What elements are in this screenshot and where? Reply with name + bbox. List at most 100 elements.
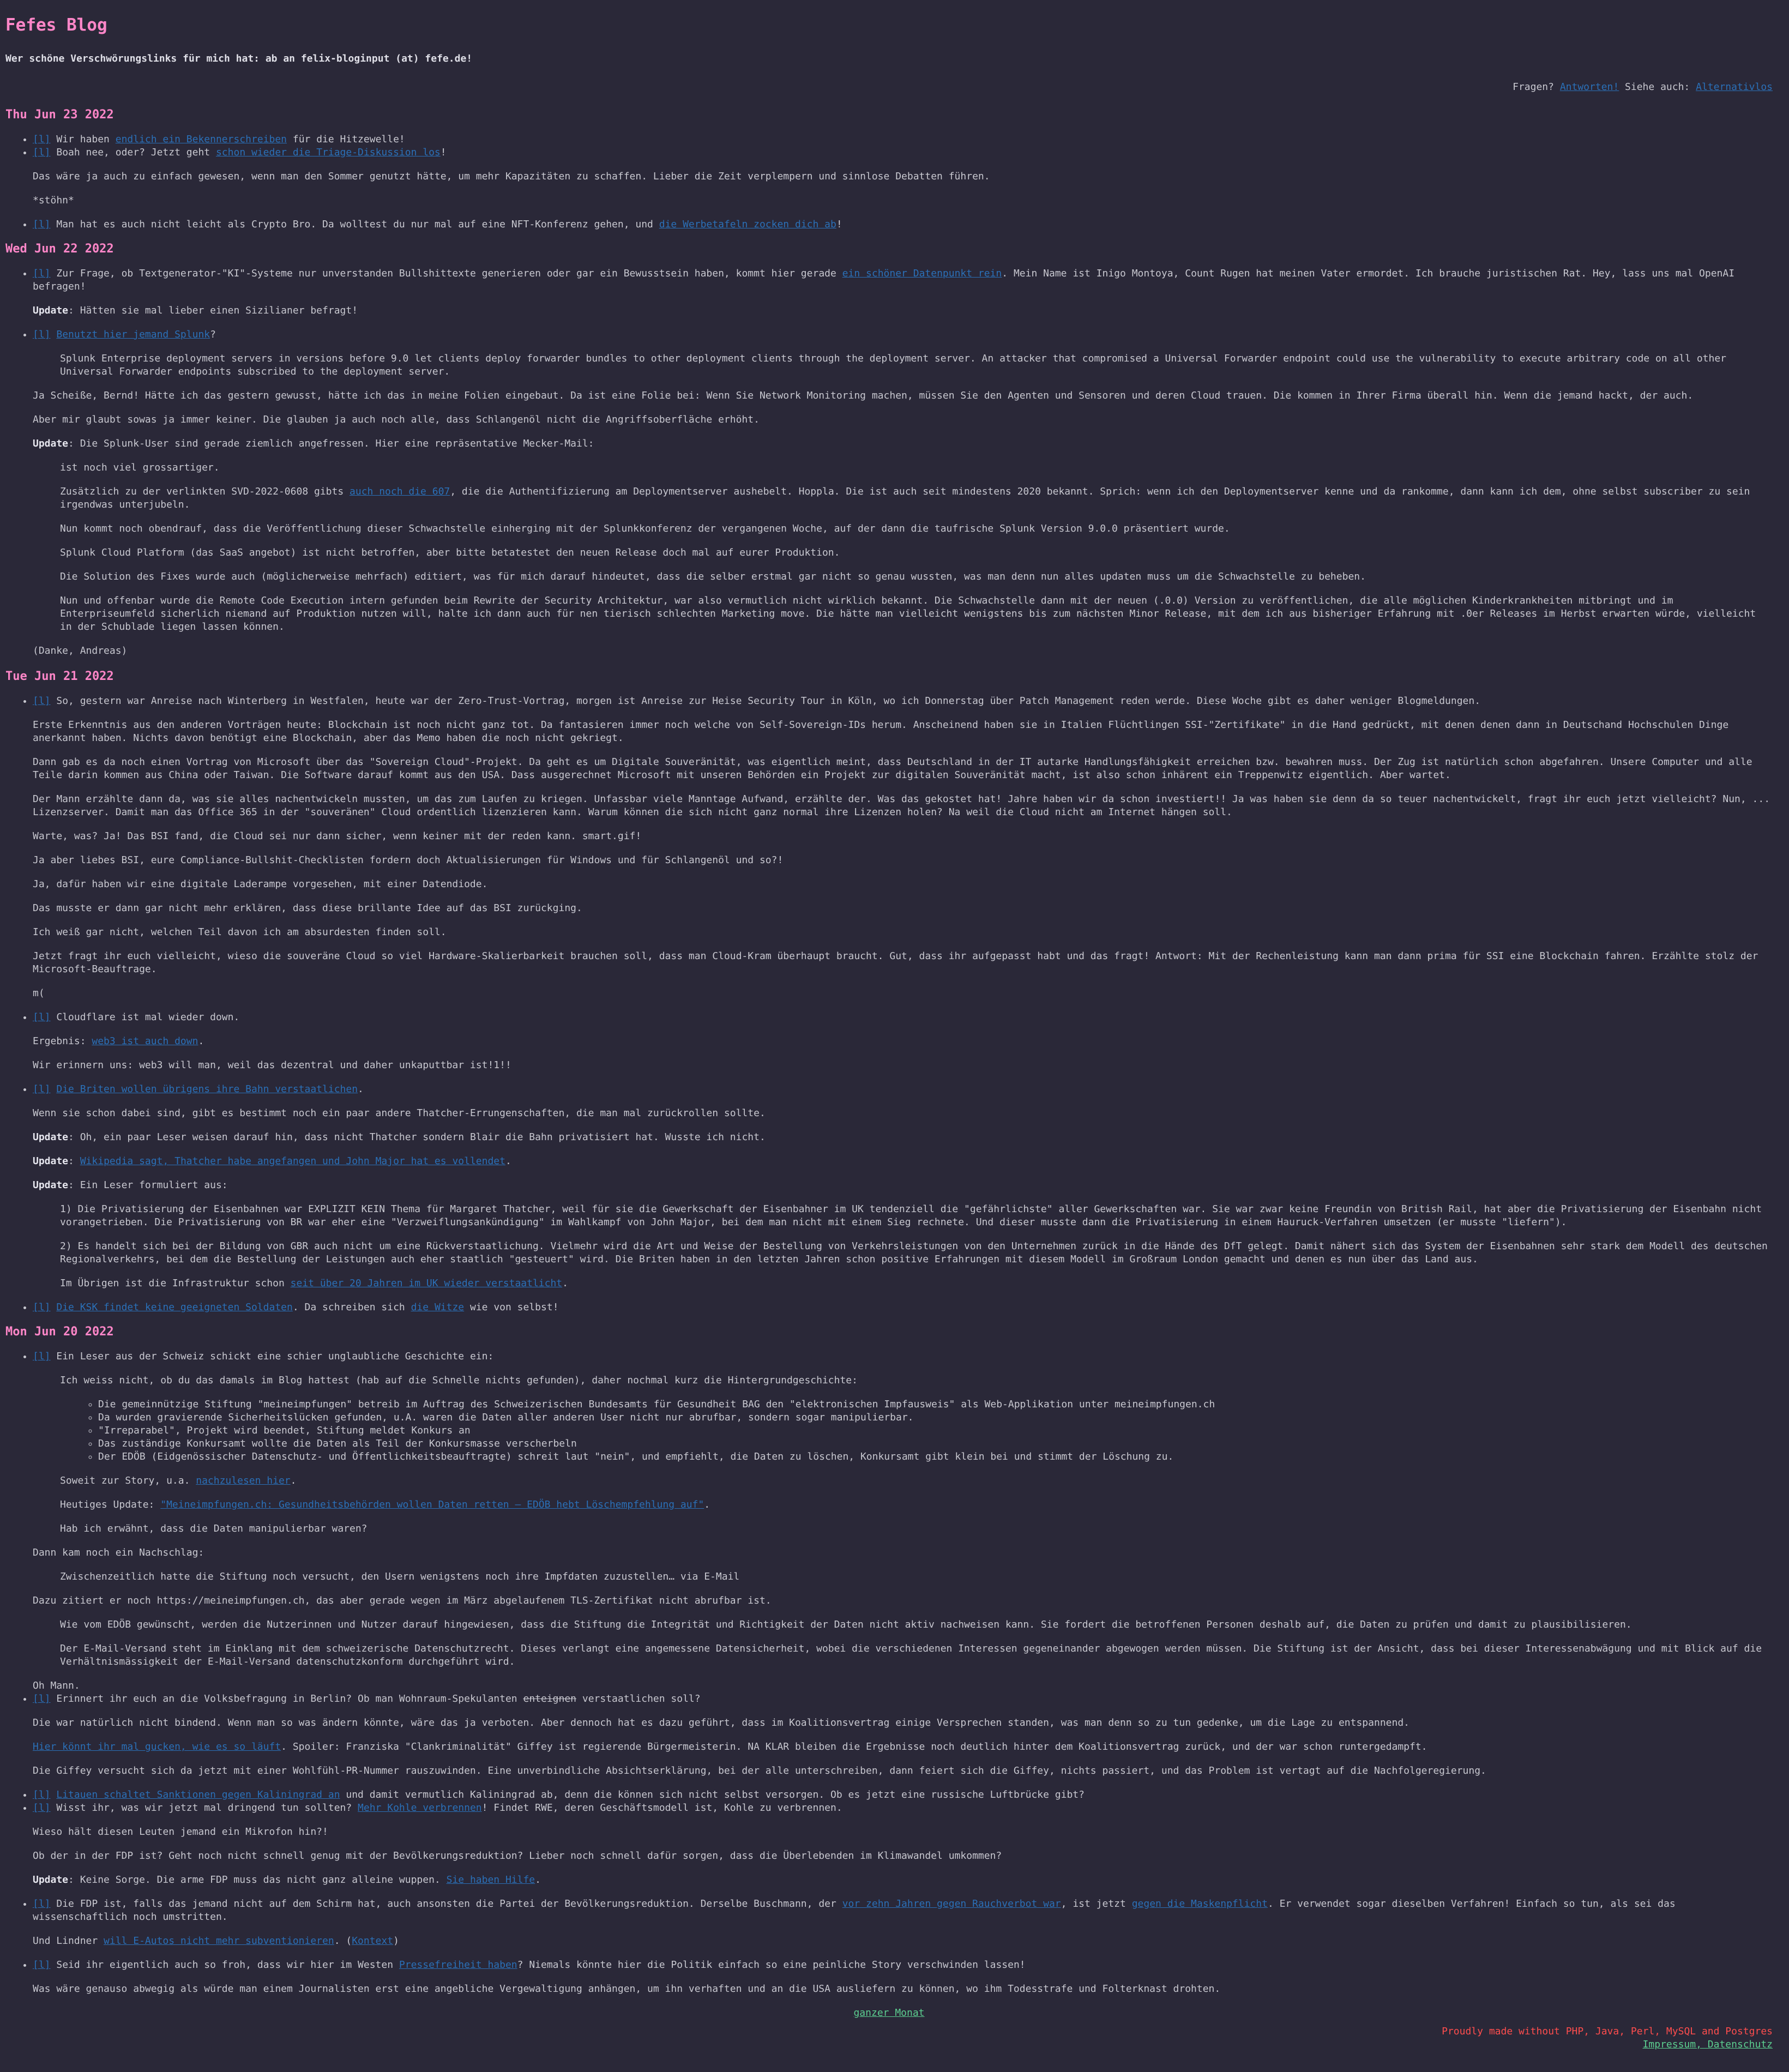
post-paragraph: Ob der in der FDP ist? Geht noch nicht s…	[33, 1850, 1002, 1862]
quote-text: Im Übrigen ist die Infrastruktur schon s…	[60, 1277, 1773, 1290]
post-link[interactable]: gegen die Maskenpflicht	[1131, 1898, 1268, 1910]
post-item: [l] Wisst ihr, was wir jetzt mal dringen…	[33, 1802, 1773, 1815]
alternatives-link[interactable]: Alternativlos	[1696, 81, 1773, 93]
post-text: : Keine Sorge. Die arme FDP muss das nic…	[68, 1874, 447, 1886]
post-text: für die Hitzewelle!	[287, 134, 405, 145]
post-update: Update: Keine Sorge. Die arme FDP muss d…	[33, 1874, 1773, 1887]
post-text: Die FDP ist, falls das jemand nicht auf …	[56, 1898, 842, 1910]
quote-text: 2) Es handelt sich bei der Bildung von G…	[60, 1240, 1768, 1265]
post-link[interactable]: will E-Autos nicht mehr subventionieren	[104, 1935, 334, 1947]
post-item: [l] Erinnert ihr euch an die Volksbefrag…	[33, 1692, 1773, 1706]
post-link[interactable]: Sie haben Hilfe	[446, 1874, 535, 1886]
post-paragraph: Ja Scheiße, Bernd! Hätte ich das gestern…	[33, 390, 1694, 401]
post-link[interactable]: web3 ist auch down	[92, 1035, 198, 1047]
post-text: ?	[210, 329, 216, 340]
proudly-made-note: Proudly made without PHP, Java, Perl, My…	[1442, 2026, 1773, 2037]
permalink[interactable]: [l]	[33, 134, 51, 145]
permalink[interactable]: [l]	[33, 1693, 51, 1704]
permalink[interactable]: [l]	[33, 1351, 51, 1362]
permalink[interactable]: [l]	[33, 1789, 51, 1800]
permalink[interactable]: [l]	[33, 1011, 51, 1023]
quote-text: Splunk Enterprise deployment servers in …	[60, 353, 1727, 377]
context-link[interactable]: Kontext	[352, 1935, 394, 1947]
permalink[interactable]: [l]	[33, 1959, 51, 1971]
update-label: Update	[33, 1131, 69, 1143]
quote-list-item: Das zuständige Konkursamt wollte die Dat…	[98, 1437, 1773, 1450]
post-paragraph: Dazu zitiert er noch https://meineimpfun…	[33, 1595, 772, 1606]
post-update: Update: Wikipedia sagt, Thatcher habe an…	[33, 1155, 1773, 1168]
blog-title[interactable]: Fefes Blog	[5, 15, 107, 35]
post-update: Update: Hätten sie mal lieber einen Sizi…	[33, 304, 1773, 317]
permalink[interactable]: [l]	[33, 268, 51, 279]
quote-list-item: Der EDÖB (Eidgenössischer Datenschutz- u…	[98, 1450, 1773, 1463]
post-list: [l] Man hat es auch nicht leicht als Cry…	[5, 218, 1773, 231]
permalink[interactable]: [l]	[33, 1802, 51, 1814]
permalink[interactable]: [l]	[33, 219, 51, 230]
imprint-link[interactable]: Impressum, Datenschutz	[1642, 2039, 1773, 2050]
post-text: : Die Splunk-User sind gerade ziemlich a…	[68, 438, 594, 449]
post-text: ! Findet RWE, deren Geschäftsmodell ist,…	[481, 1802, 842, 1814]
quote-text: Splunk Cloud Platform (das SaaS angebot)…	[60, 547, 840, 558]
post-paragraph: Ja, dafür haben wir eine digitale Ladera…	[33, 878, 488, 890]
post-text: !	[440, 147, 447, 158]
quote-text-part: .	[290, 1475, 297, 1486]
quote-link[interactable]: "Meineimpfungen.ch: Gesundheitsbehörden …	[160, 1499, 704, 1510]
answers-link[interactable]: Antworten!	[1559, 81, 1619, 93]
post-link[interactable]: die Witze	[411, 1302, 465, 1313]
post-link[interactable]: vor zehn Jahren gegen Rauchverbot war	[842, 1898, 1061, 1910]
post-link[interactable]: Benutzt hier jemand Splunk	[56, 329, 210, 340]
permalink[interactable]: [l]	[33, 1302, 51, 1313]
update-label: Update	[33, 1874, 69, 1886]
post-text: verstaatlichen soll?	[576, 1693, 701, 1704]
quote-link[interactable]: nachzulesen hier	[196, 1475, 291, 1486]
post-paragraph: Jetzt fragt ihr euch vielleicht, wieso d…	[33, 950, 1758, 975]
post-text: und damit vermutlich Kaliningrad ab, den…	[340, 1789, 1085, 1800]
permalink[interactable]: [l]	[33, 329, 51, 340]
post-paragraph: *stöhn*	[33, 195, 74, 206]
update-label: Update	[33, 1155, 69, 1167]
post-link[interactable]: Die Briten wollen übrigens ihre Bahn ver…	[56, 1083, 358, 1095]
quote-text: Zwischenzeitlich hatte die Stiftung noch…	[60, 1571, 740, 1582]
post-paragraph: Der Mann erzählte dann da, was sie alles…	[33, 793, 1770, 818]
quote-link[interactable]: auch noch die 607	[350, 486, 450, 497]
quote-text: Zusätzlich zu der verlinkten SVD-2022-06…	[60, 485, 1773, 511]
post-list: [l] Wir haben endlich ein Bekennerschrei…	[5, 133, 1773, 159]
post-link[interactable]: ein schöner Datenpunkt rein	[842, 268, 1002, 279]
post-link[interactable]: Die KSK findet keine geeigneten Soldaten	[56, 1302, 293, 1313]
quote: Zwischenzeitlich hatte die Stiftung noch…	[60, 1570, 1773, 1583]
permalink[interactable]: [l]	[33, 147, 51, 158]
post-text: Wir haben	[56, 134, 116, 145]
post-list: [l] Cloudflare ist mal wieder down.	[5, 1011, 1773, 1024]
post-text: .	[198, 1035, 204, 1047]
permalink[interactable]: [l]	[33, 1083, 51, 1095]
post-list: [l] Seid ihr eigentlich auch so froh, da…	[5, 1959, 1773, 1972]
post-link[interactable]: schon wieder die Triage-Diskussion los	[215, 147, 441, 158]
post-text: : Ein Leser formuliert aus:	[68, 1179, 228, 1191]
post-item: [l] So, gestern war Anreise nach Winterb…	[33, 695, 1773, 708]
post-item: [l] Seid ihr eigentlich auch so froh, da…	[33, 1959, 1773, 1972]
post-item: [l] Zur Frage, ob Textgenerator-"KI"-Sys…	[33, 267, 1773, 317]
post-list: [l] Ein Leser aus der Schweiz schickt ei…	[5, 1350, 1773, 1363]
quote-text: Soweit zur Story, u.a. nachzulesen hier.	[60, 1474, 1773, 1487]
post-link[interactable]: endlich ein Bekennerschreiben	[115, 134, 287, 145]
post-text: : Hätten sie mal lieber einen Sizilianer…	[68, 305, 358, 316]
quote-link[interactable]: seit über 20 Jahren im UK wieder verstaa…	[290, 1278, 563, 1289]
post-link[interactable]: Litauen schaltet Sanktionen gegen Kalini…	[56, 1789, 340, 1800]
post-link[interactable]: Mehr Kohle verbrennen	[358, 1802, 482, 1814]
post-item: [l] Wir haben endlich ein Bekennerschrei…	[33, 133, 1773, 146]
post-link[interactable]: Wikipedia sagt, Thatcher habe angefangen…	[80, 1155, 505, 1167]
quote-text: Die Solution des Fixes wurde auch (mögli…	[60, 571, 1366, 582]
post-link[interactable]: Pressefreiheit haben	[399, 1959, 517, 1971]
date-heading: Thu Jun 23 2022	[5, 108, 114, 122]
post-paragraph: Dann kam noch ein Nachschlag:	[33, 1547, 204, 1558]
post-link[interactable]: Hier könnt ihr mal gucken, wie es so läu…	[33, 1741, 281, 1752]
whole-month-link[interactable]: ganzer Monat	[853, 2007, 925, 2019]
post-update: Update: Ein Leser formuliert aus:	[33, 1179, 1773, 1192]
post-paragraph: m(	[33, 987, 45, 999]
post-item: [l] Man hat es auch nicht leicht als Cry…	[33, 218, 1773, 231]
permalink[interactable]: [l]	[33, 1898, 51, 1910]
permalink[interactable]: [l]	[33, 695, 51, 707]
post-text: !	[836, 219, 842, 230]
post-link[interactable]: die Werbetafeln zocken dich ab	[659, 219, 836, 230]
